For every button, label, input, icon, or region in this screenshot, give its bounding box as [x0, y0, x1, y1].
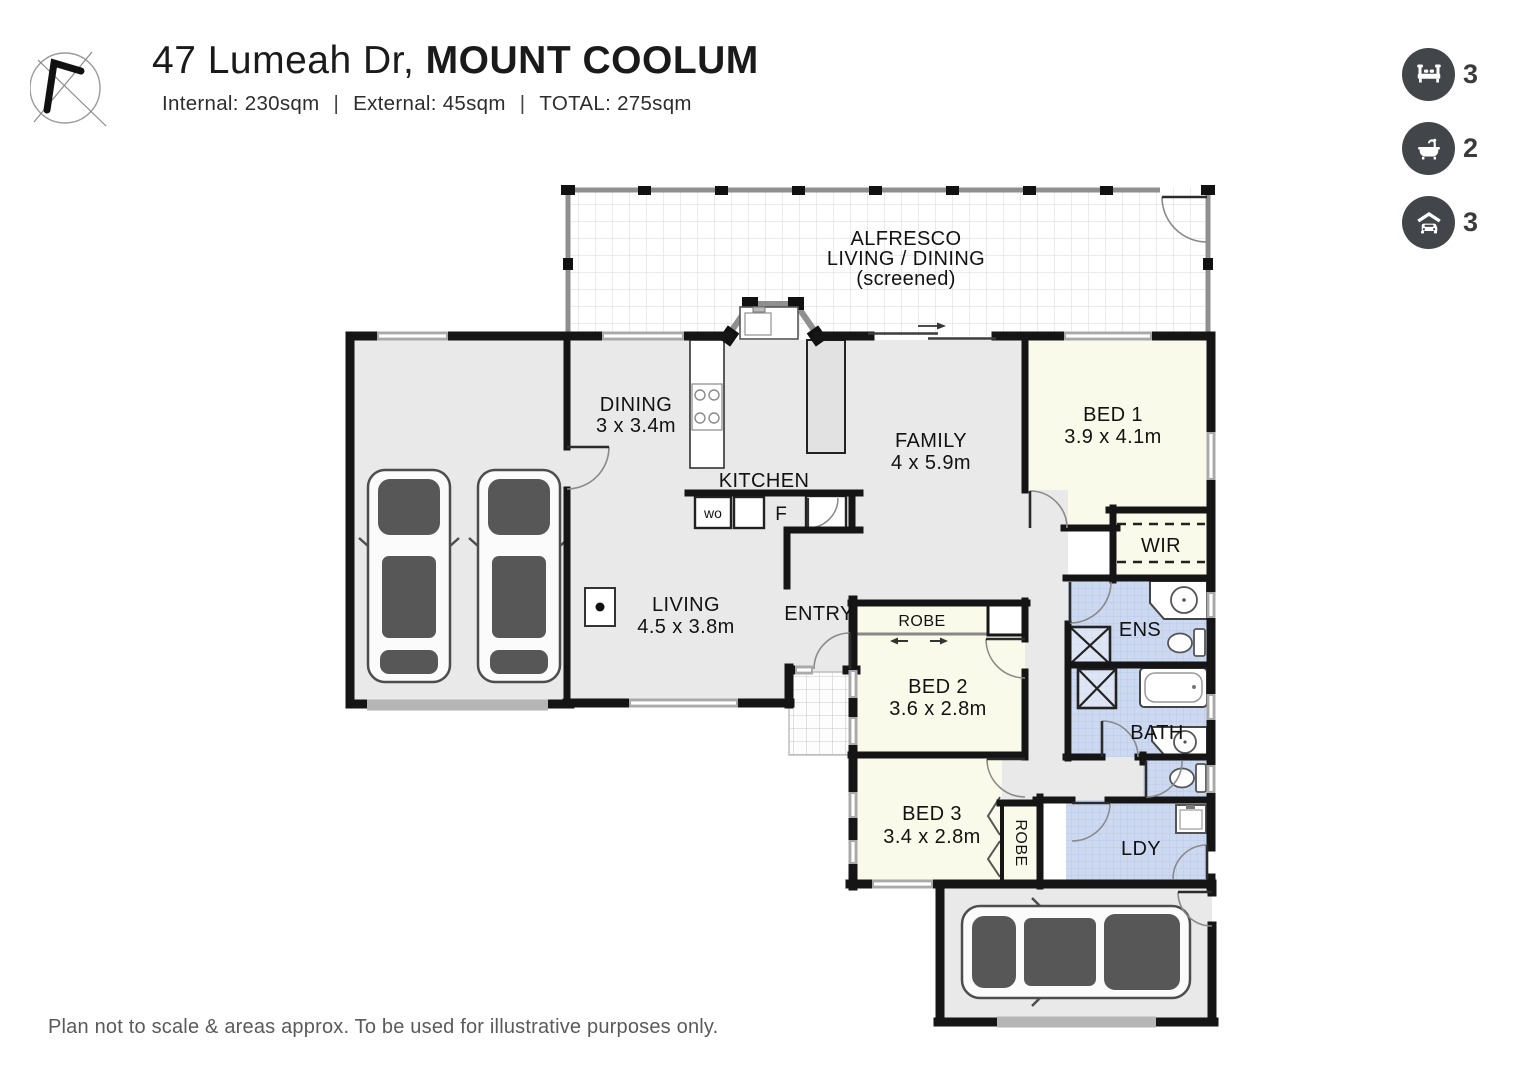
bath-vanity: [1151, 726, 1208, 758]
label-alfresco-1: ALFRESCO: [850, 228, 961, 250]
windows: [367, 322, 1216, 1028]
disclaimer-text: Plan not to scale & areas approx. To be …: [48, 1016, 719, 1038]
ens-toilet: [1167, 628, 1206, 657]
ens-vanity: [1149, 580, 1208, 620]
garages-count: 3: [1463, 207, 1479, 237]
separator: |: [519, 91, 526, 115]
hall-by-robe3: [1002, 755, 1040, 803]
label-bath: BATH: [1130, 722, 1183, 744]
label-robe-bed2: ROBE: [898, 613, 945, 630]
room-wir: [1113, 510, 1207, 578]
label-bed2: BED 2: [908, 676, 968, 698]
label-bed3-dims: 3.4 x 2.8m: [883, 826, 980, 848]
hallway: [1025, 490, 1068, 800]
address-suburb: MOUNT COOLUM: [425, 39, 759, 82]
area-summary: Internal: 230sqm | External: 45sqm | TOTAL: …: [162, 92, 759, 116]
family-sliding-door: [868, 322, 996, 340]
label-bed1-dims: 3.9 x 4.1m: [1064, 426, 1161, 448]
area-internal: Internal: 230sqm: [162, 91, 320, 115]
label-living-dims: 4.5 x 3.8m: [637, 616, 734, 638]
label-robe-bed3: ROBE: [1012, 819, 1029, 866]
label-alfresco-3: (screened): [856, 268, 956, 290]
bedrooms-count: 3: [1463, 59, 1479, 89]
label-ldy: LDY: [1121, 838, 1161, 860]
kitchen-bench-left: [689, 339, 725, 469]
label-family: FAMILY: [895, 430, 967, 452]
linen-cupboard: [986, 599, 1027, 637]
entry-porch: [788, 671, 855, 756]
room-labels: ALFRESCO LIVING / DINING (screened) DINI…: [596, 228, 1183, 867]
room-bed2: [853, 635, 1025, 755]
car-single-icon: [960, 897, 1192, 1007]
bathtub: [1139, 667, 1208, 708]
separator: |: [333, 91, 340, 115]
stats-panel: 3 2: [1402, 48, 1478, 249]
label-family-dims: 4 x 5.9m: [891, 452, 971, 474]
doors: [566, 195, 1213, 927]
kitchen-bench-right: [806, 339, 846, 454]
garage-icon: [1402, 196, 1455, 249]
label-kitchen: KITCHEN: [719, 470, 810, 492]
label-dining: DINING: [600, 394, 672, 416]
header: 47 Lumeah Dr, MOUNT COOLUM Internal: 230…: [152, 39, 759, 116]
label-living: LIVING: [652, 594, 720, 616]
label-entry: ENTRY: [784, 603, 853, 625]
ens-shower: [1068, 625, 1112, 666]
label-bed2-dims: 3.6 x 2.8m: [889, 698, 986, 720]
label-fridge: F: [775, 504, 787, 525]
robe3-bifold-doors: [986, 796, 1001, 878]
label-ens: ENS: [1119, 619, 1161, 641]
stat-bedrooms: 3: [1402, 48, 1478, 101]
bath-shower: [1076, 667, 1118, 710]
bathrooms-count: 2: [1463, 133, 1479, 163]
page-title: 47 Lumeah Dr, MOUNT COOLUM: [152, 39, 759, 83]
room-alfresco: [568, 188, 1208, 336]
bath-icon: [1402, 122, 1455, 175]
room-robe-bed3: [1002, 803, 1040, 884]
walls-interior: [563, 334, 1213, 890]
label-wir: WIR: [1141, 535, 1181, 557]
kitchen-sink: [739, 306, 799, 340]
stat-bathrooms: 2: [1402, 122, 1478, 175]
room-bed3: [853, 755, 1002, 884]
car-right-icon: [468, 468, 570, 684]
alfresco-posts: [561, 185, 1215, 270]
laundry-tub: [1175, 804, 1207, 834]
label-dining-dims: 3 x 3.4m: [596, 415, 676, 437]
bed-icon: [1402, 48, 1455, 101]
label-alfresco-2: LIVING / DINING: [827, 248, 985, 270]
label-bed1: BED 1: [1083, 404, 1143, 426]
living-unit: [584, 587, 616, 627]
label-bed3: BED 3: [902, 803, 962, 825]
stat-garages: 3: [1402, 196, 1478, 249]
label-wall-oven: wo: [703, 505, 722, 521]
hallway-branch: [1068, 755, 1143, 800]
fixtures: [358, 297, 1208, 1007]
car-left-icon: [358, 468, 460, 684]
area-external: External: 45sqm: [353, 91, 506, 115]
area-total: TOTAL: 275sqm: [539, 91, 692, 115]
address-street: 47 Lumeah Dr,: [152, 39, 426, 82]
compass-icon: [30, 51, 107, 127]
